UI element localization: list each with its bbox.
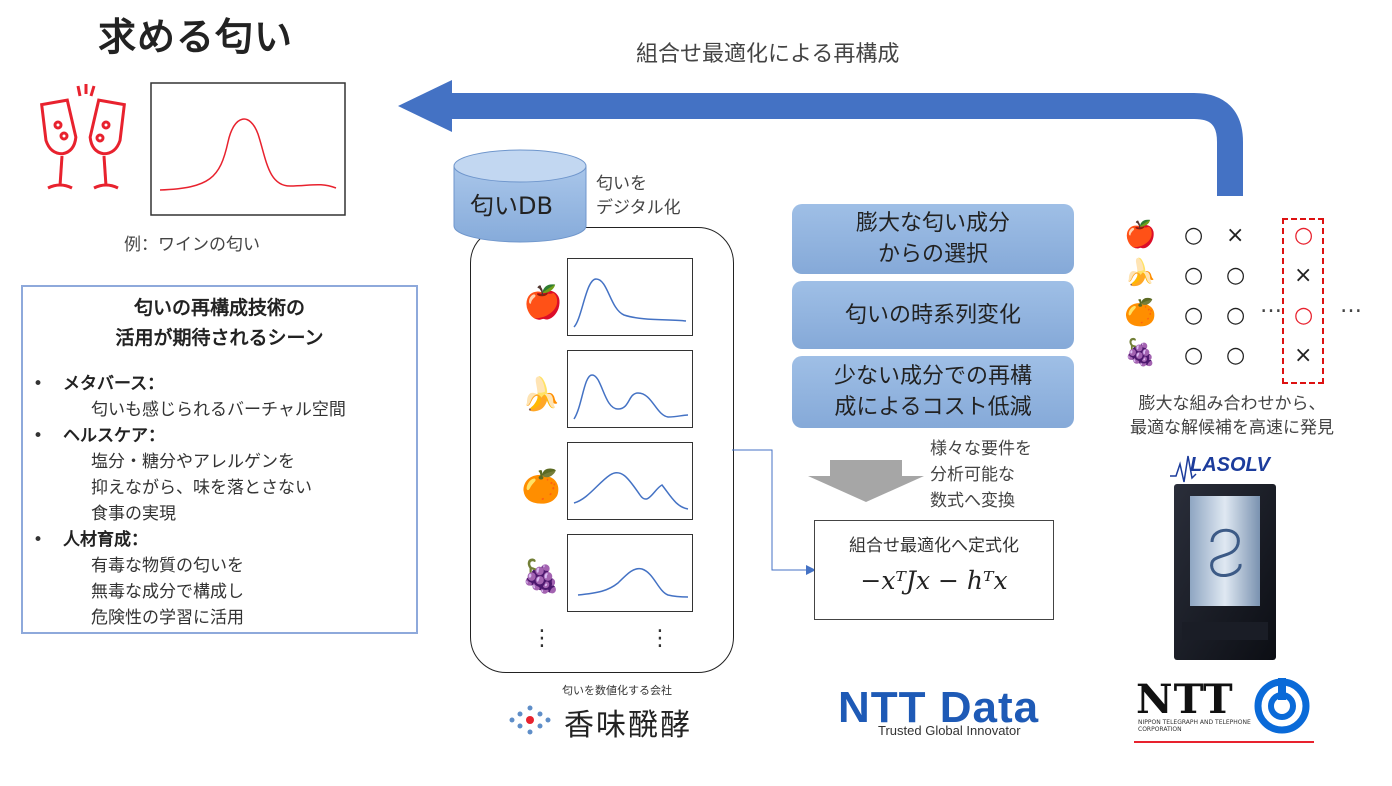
formula-box: 組合せ最適化へ定式化 −xᵀJx − hᵀx [814, 520, 1054, 620]
orange-icon: 🍊 [521, 467, 561, 505]
grid-cell: ○ [1184, 263, 1204, 288]
nttdata-tagline: Trusted Global Innovator [878, 723, 1021, 738]
kohmi-dots-icon [509, 705, 551, 735]
wine-glasses-icon [40, 84, 126, 190]
db-more-right: ⋮ [649, 626, 671, 651]
smell-graph-banana [567, 350, 693, 428]
smell-db-panel: 🍎 🍌 🍊 🍇 ⋮ ⋮ [470, 227, 734, 673]
grid-cell: ○ [1294, 223, 1314, 248]
scene-item-metaverse: メタバース： 匂いも感じられるバーチャル空間 [33, 371, 416, 423]
ntt-underline [1134, 741, 1314, 743]
grape-icon: 🍇 [1124, 338, 1157, 368]
grid-cell: ○ [1184, 343, 1204, 368]
conversion-note: 様々な要件を 分析可能な 数式へ変換 [930, 439, 1032, 511]
db-label: 匂いDB [470, 192, 553, 220]
lasolv-machine-image [1174, 484, 1276, 660]
grid-cell: × [1294, 263, 1313, 288]
db-more-left: ⋮ [531, 626, 553, 651]
best-candidate-column: ○ × ○ × [1282, 218, 1324, 384]
db-to-formula-connector [732, 449, 816, 575]
grid-cell: × [1226, 223, 1245, 248]
ntt-logo: NTT [1136, 676, 1234, 723]
grid-ellipsis: … [1340, 293, 1362, 318]
challenge-box-cost: 少ない成分での再構成によるコスト低減 [792, 356, 1074, 428]
scenes-heading: 匂いの再構成技術の 活用が期待されるシーン [115, 297, 324, 349]
banana-icon: 🍌 [521, 375, 561, 413]
smell-graph-grape [567, 534, 693, 612]
smell-graph-apple [567, 258, 693, 336]
page-title: 求める匂い [98, 15, 294, 59]
grid-cell-cross: × [1294, 343, 1313, 368]
lasolv-wave-icon [1170, 455, 1197, 483]
smell-graph-orange [567, 442, 693, 520]
flow-label: 組合せ最適化による再構成 [636, 42, 900, 67]
apple-icon: 🍎 [523, 283, 563, 321]
feedback-arrow [398, 80, 1243, 196]
lasolv-logo: LASOLV [1190, 454, 1271, 476]
grid-cell: ○ [1226, 343, 1246, 368]
kohmi-logo: 香味醗酵 [564, 708, 692, 743]
grid-cell: ○ [1226, 263, 1246, 288]
banana-icon: 🍌 [1124, 258, 1157, 288]
db-note: 匂いを デジタル化 [596, 174, 681, 218]
formula-label: 組合せ最適化へ定式化 [849, 536, 1019, 556]
grid-cell: ○ [1226, 303, 1246, 328]
apple-icon: 🍎 [1124, 220, 1157, 250]
scenes-box: 匂いの再構成技術の 活用が期待されるシーン メタバース： 匂いも感じられるバーチ… [21, 285, 418, 634]
grid-ellipsis: … [1260, 293, 1282, 318]
orange-icon: 🍊 [1124, 298, 1157, 328]
challenge-box-timeseries: 匂いの時系列変化 [792, 281, 1074, 349]
combination-caption: 膨大な組み合わせから、 最適な解候補を高速に発見 [1130, 394, 1334, 438]
example-caption: 例：ワインの匂い [124, 235, 260, 255]
scene-item-training: 人材育成： 有毒な物質の匂いを 無毒な成分で構成し 危険性の学習に活用 [33, 527, 416, 631]
scene-item-healthcare: ヘルスケア： 塩分・糖分やアレルゲンを 抑えながら、味を落とさない 食事の実現 [33, 423, 416, 527]
nttdata-logo: NTT Data [838, 683, 1040, 732]
database-cylinder-icon [453, 149, 587, 243]
ntt-tagline: NIPPON TELEGRAPH AND TELEPHONE CORPORATI… [1138, 719, 1251, 733]
target-smell-graph [150, 82, 346, 216]
grid-cell: ○ [1184, 303, 1204, 328]
grid-cell: ○ [1184, 223, 1204, 248]
grape-icon: 🍇 [521, 557, 561, 595]
grid-cell: ○ [1294, 303, 1314, 328]
kohmi-tagline: 匂いを数値化する会社 [562, 684, 672, 697]
challenge-box-selection: 膨大な匂い成分からの選択 [792, 204, 1074, 274]
formula-expression: −xᵀJx − hᵀx [860, 566, 1008, 595]
down-arrow-icon [808, 460, 924, 502]
ntt-emblem-icon [1254, 678, 1310, 734]
